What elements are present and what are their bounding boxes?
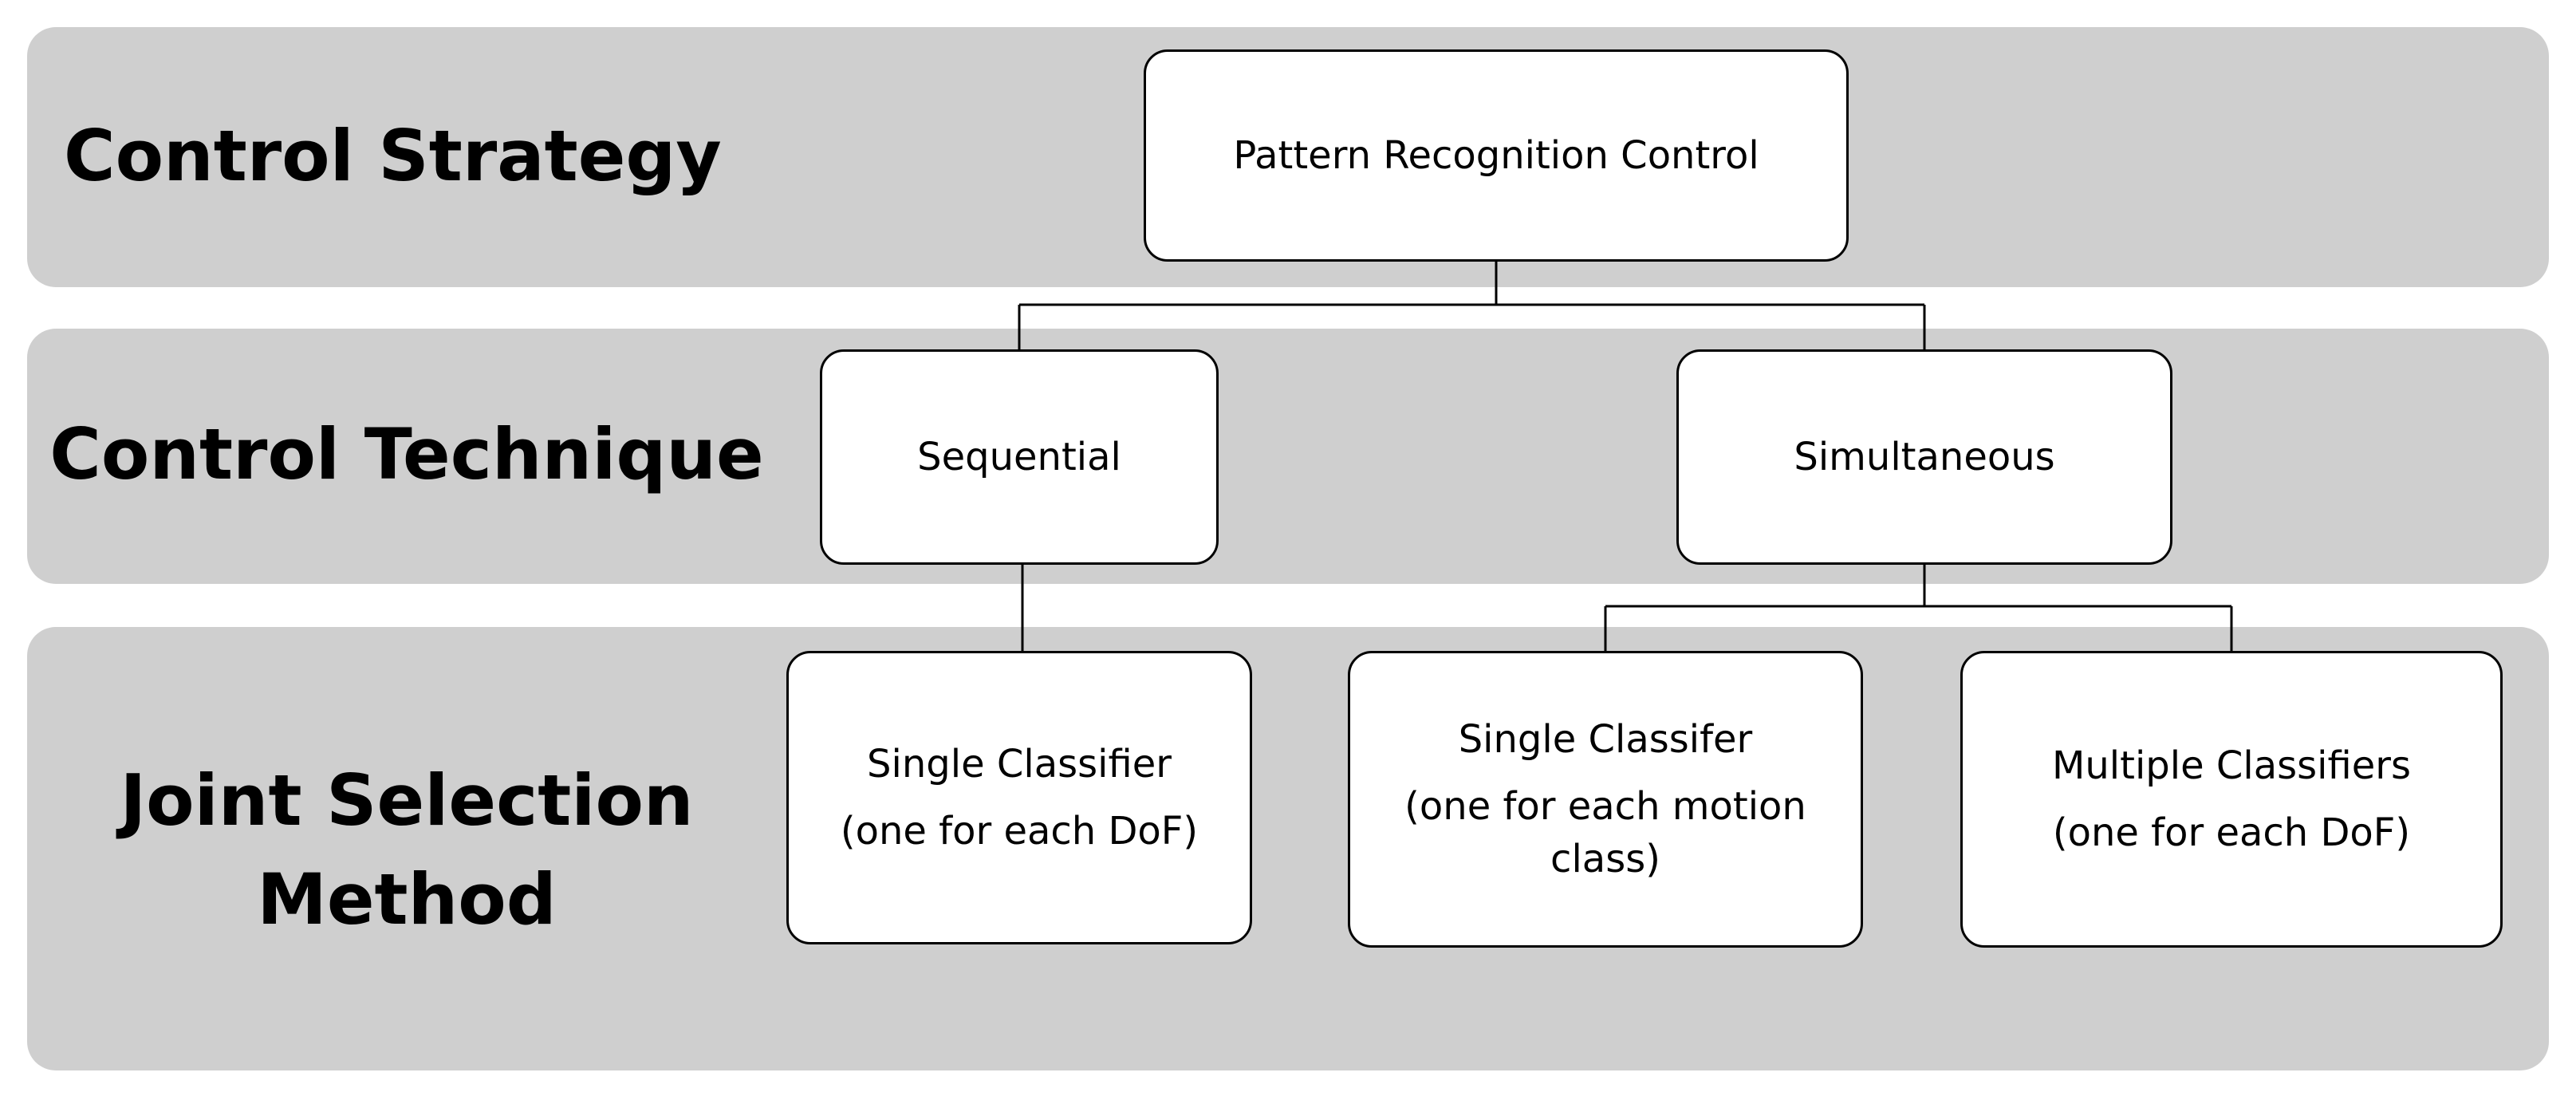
node-label: Simultaneous xyxy=(1794,435,2055,479)
node-label: Single Classifier xyxy=(867,742,1172,787)
node-label: Single Classifer xyxy=(1458,717,1753,762)
sequential-node: Sequential xyxy=(820,349,1219,565)
node-sublabel-cont: class) xyxy=(1550,837,1660,881)
node-sublabel: (one for each motion xyxy=(1404,784,1806,829)
simultaneous-node: Simultaneous xyxy=(1676,349,2172,565)
joint-selection-method-label: Joint Selection Method xyxy=(120,759,694,940)
node-label: Sequential xyxy=(917,435,1121,479)
node-label: Multiple Classifiers xyxy=(2051,743,2412,788)
node-sublabel: (one for each DoF) xyxy=(840,809,1199,854)
node-label: Pattern Recognition Control xyxy=(1233,133,1759,178)
control-strategy-label: Control Strategy xyxy=(64,115,722,197)
multiple-classifiers-node: Multiple Classifiers (one for each DoF) xyxy=(1960,651,2503,948)
single-classifer-node: Single Classifer (one for each motion cl… xyxy=(1348,651,1863,948)
pattern-recognition-control-node: Pattern Recognition Control xyxy=(1144,49,1849,262)
node-sublabel: (one for each DoF) xyxy=(2052,810,2411,855)
control-technique-label: Control Technique xyxy=(49,413,764,495)
single-classifier-node: Single Classifier (one for each DoF) xyxy=(786,651,1252,944)
